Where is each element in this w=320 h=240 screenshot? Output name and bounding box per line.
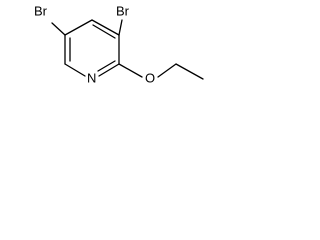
ring-bond-c2-n (98, 63, 120, 77)
pyridine-ring (64, 19, 120, 77)
ring-bond-c4-c3 (91, 19, 120, 36)
atom-label-oxygen: O (145, 70, 155, 85)
ring-bond-c5-c4 (64, 19, 93, 36)
ring-bond-n-c6 (64, 63, 86, 77)
bond-ch2-ch3 (175, 63, 204, 80)
bond-c3-br-right (118, 19, 123, 36)
atom-label-br-left: Br (34, 3, 48, 18)
bond-c5-br-left (51, 22, 66, 36)
bond-c2-o (118, 63, 143, 78)
atom-label-nitrogen: N (87, 70, 96, 85)
substituent-bonds (51, 19, 204, 80)
ring-bond-c2-n-inner (97, 60, 116, 72)
chemical-structure: Br Br N O (34, 3, 204, 85)
atom-label-br-right: Br (116, 3, 130, 18)
bond-o-ch2 (157, 63, 177, 78)
ring-bond-c4-c3-inner (92, 24, 116, 39)
